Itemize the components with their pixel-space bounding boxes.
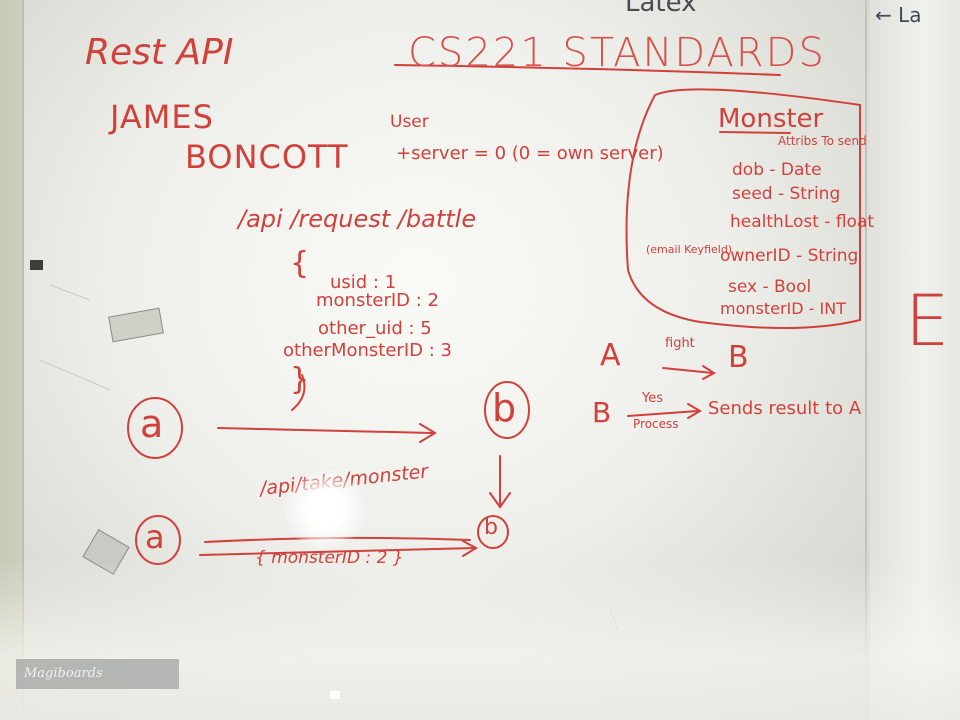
fight-arrowhead xyxy=(702,365,716,380)
smudge-line-1 xyxy=(49,284,91,301)
top-right-text: ← La xyxy=(875,3,922,27)
flow-yes: Yes xyxy=(642,391,663,406)
monster-field: ownerID - String xyxy=(720,246,859,266)
node-b-circle xyxy=(484,381,530,439)
board-logo: Magiboards xyxy=(16,659,179,689)
monster-field: sex - Bool xyxy=(728,277,812,297)
right-edge-letter: E xyxy=(905,280,950,362)
smudge-line-2 xyxy=(39,359,111,391)
monster-field: dob - Date xyxy=(732,160,822,180)
monster-field: monsterID - INT xyxy=(720,299,846,318)
top-fragment-text: Latex xyxy=(625,0,697,18)
server-note: +server = 0 (0 = own server) xyxy=(396,143,664,164)
endpoint-battle: /api /request /battle xyxy=(238,205,477,233)
json-line: monsterID : 2 xyxy=(316,290,439,311)
yes-arrowhead xyxy=(687,403,702,419)
title-center: CS221 STANDARDS xyxy=(408,30,826,76)
json-line: otherMonsterID : 3 xyxy=(283,340,452,361)
json-open-brace: { xyxy=(290,246,310,281)
node-b2-label: b xyxy=(484,515,498,540)
arrow-a2-to-b2 xyxy=(199,547,476,556)
monster-title: Monster xyxy=(718,104,824,134)
user-label: User xyxy=(390,112,429,132)
author-last: BONCOTT xyxy=(185,138,349,176)
json-line: other_uid : 5 xyxy=(318,318,432,339)
arrow-a-to-b xyxy=(217,427,433,434)
camera-flash-reflection xyxy=(285,470,365,550)
node-a-circle xyxy=(127,397,183,459)
node-b-label: b xyxy=(492,386,517,430)
yes-arrow xyxy=(627,410,699,417)
flow-result: Sends result to A xyxy=(708,398,862,419)
node-a2-label: a xyxy=(145,518,165,556)
node-b2-circle xyxy=(477,515,509,549)
flow-process: Process xyxy=(633,417,679,431)
flow-a: A xyxy=(600,338,621,373)
arrowhead-a-to-b xyxy=(419,423,437,443)
monster-underline xyxy=(719,131,791,134)
json-close-brace-ext xyxy=(291,374,306,411)
flow-b: B xyxy=(728,340,749,375)
arrowhead-b-down xyxy=(489,492,511,509)
arrowhead-a2-to-b2 xyxy=(462,540,479,557)
author-first: JAMES xyxy=(110,98,214,136)
magnet-dark xyxy=(30,260,43,270)
monster-field: healthLost - float xyxy=(730,212,875,232)
json-line: usid : 1 xyxy=(330,272,397,293)
title-left: Rest API xyxy=(85,32,234,73)
light-glare xyxy=(0,560,960,720)
monster-box-outline xyxy=(625,88,861,330)
marker-cap xyxy=(330,691,340,699)
fight-arrow xyxy=(662,367,714,374)
monster-attribs-note: Attribs To send xyxy=(778,134,867,148)
board-frame-edge xyxy=(865,0,867,720)
json-close-brace: } xyxy=(290,362,310,397)
monster-field: seed - String xyxy=(732,184,841,204)
title-underline xyxy=(394,64,781,76)
flow-fight: fight xyxy=(665,336,695,351)
monster-email-note: (email Keyfield) xyxy=(646,243,733,256)
flow-b2: B xyxy=(592,396,612,429)
node-a-label: a xyxy=(140,402,164,446)
